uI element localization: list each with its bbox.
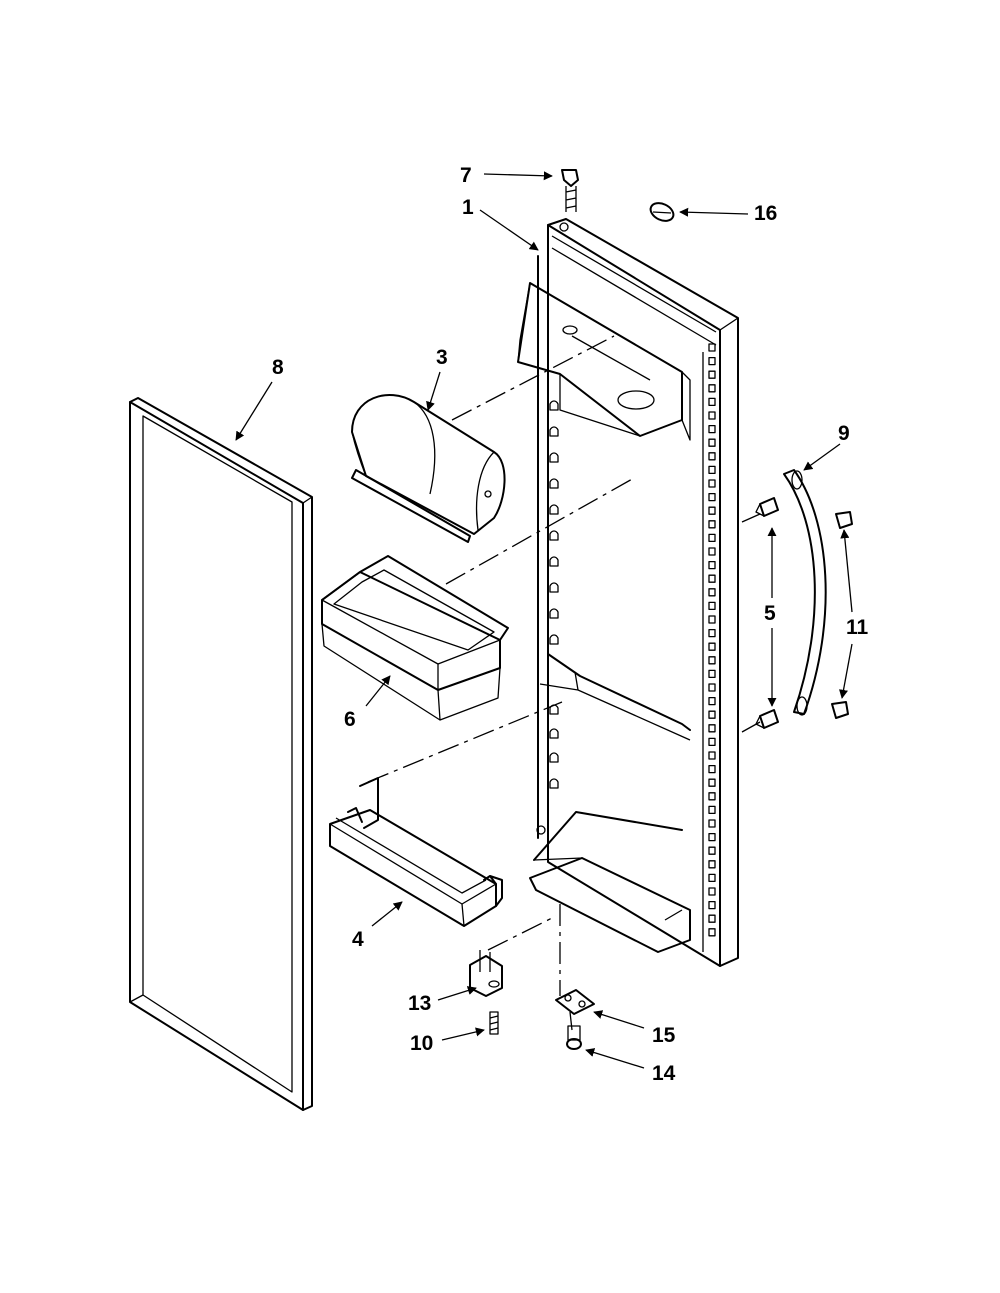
- frame-slot: [708, 914, 716, 923]
- callout-1: 1: [462, 196, 474, 219]
- door-gasket-part[interactable]: [129, 397, 313, 1111]
- frame-slot: [708, 846, 716, 855]
- callout-7: 7: [460, 164, 472, 187]
- frame-slot: [708, 438, 716, 447]
- frame-slot: [708, 343, 716, 352]
- door-bin-part[interactable]: [321, 555, 509, 721]
- rail-bump: [549, 478, 559, 489]
- rail-bump: [549, 608, 559, 619]
- callout-3: 3: [436, 346, 448, 369]
- frame-slot: [708, 683, 716, 692]
- callout-6: 6: [344, 708, 356, 731]
- frame-slot: [708, 547, 716, 556]
- frame-slot: [708, 574, 716, 583]
- frame-slot: [708, 792, 716, 801]
- frame-slot: [708, 370, 716, 379]
- frame-slot: [708, 696, 716, 706]
- frame-slot: [708, 452, 716, 461]
- callout-5: 5: [764, 602, 776, 625]
- callout-9: 9: [838, 422, 850, 445]
- callout-16: 16: [754, 202, 777, 225]
- frame-slot: [708, 737, 716, 747]
- frame-slot: [708, 873, 716, 883]
- rail-bump: [549, 556, 559, 567]
- frame-slot: [708, 411, 716, 420]
- frame-slot: [708, 588, 716, 597]
- frame-slot: [708, 900, 716, 910]
- callout-4: 4: [352, 928, 364, 951]
- callout-8: 8: [272, 356, 284, 379]
- leader-arrows: [235, 171, 853, 1069]
- frame-slot: [708, 928, 716, 937]
- frame-slot: [708, 764, 716, 774]
- callout-13: 13: [408, 992, 431, 1015]
- frame-slot: [708, 492, 716, 502]
- rail-bump: [549, 582, 559, 593]
- callout-14: 14: [652, 1062, 676, 1085]
- dairy-cover-part[interactable]: [351, 394, 506, 543]
- frame-slot: [708, 656, 716, 665]
- frame-slot: [708, 778, 716, 787]
- frame-slot: [708, 805, 716, 815]
- frame-slot: [708, 724, 716, 733]
- frame-slot: [708, 669, 716, 679]
- rail-bump: [549, 400, 559, 411]
- rail-bump: [549, 728, 559, 739]
- door-liner-part[interactable]: [517, 218, 739, 967]
- frame-slot: [708, 533, 716, 543]
- frame-slot: [708, 506, 716, 515]
- frame-slot: [708, 642, 716, 651]
- plug-part[interactable]: [648, 200, 677, 225]
- rail-bump: [549, 530, 559, 541]
- frame-slot: [708, 424, 716, 434]
- frame-slot: [708, 601, 716, 611]
- rail-bump: [549, 778, 559, 789]
- door-handle-part[interactable]: [783, 469, 827, 716]
- rail-bump: [549, 504, 559, 515]
- frame-slot: [708, 615, 716, 624]
- frame-slot: [708, 465, 716, 475]
- frame-slot: [708, 384, 716, 393]
- callout-10: 10: [410, 1032, 433, 1055]
- frame-slot: [708, 628, 716, 638]
- hinge-pin-part[interactable]: [469, 950, 503, 997]
- frame-slot: [708, 710, 716, 719]
- handle-screw-right-part[interactable]: [831, 511, 853, 719]
- frame-slot: [708, 751, 716, 760]
- frame-slot: [708, 887, 716, 896]
- frame-slot: [708, 819, 716, 828]
- shallow-bin-part[interactable]: [329, 777, 503, 927]
- frame-slot: [708, 520, 716, 529]
- assembly-lines: [367, 335, 635, 1031]
- callout-15: 15: [652, 1024, 676, 1047]
- rail-bump: [549, 452, 559, 463]
- callout-11: 11: [846, 616, 869, 639]
- hinge-screw-part[interactable]: [489, 1011, 499, 1035]
- rail-bump: [549, 752, 559, 763]
- frame-slot: [708, 479, 716, 488]
- rail-bump: [549, 634, 559, 645]
- bottom-screw-part[interactable]: [566, 1025, 582, 1050]
- top-screw-part[interactable]: [561, 169, 579, 212]
- bracket-plate-part[interactable]: [555, 989, 595, 1015]
- frame-slot: [708, 356, 716, 366]
- frame-slot: [708, 860, 716, 869]
- rail-bump: [549, 426, 559, 437]
- frame-slot: [708, 560, 716, 570]
- frame-slot: [708, 832, 716, 842]
- frame-slot: [708, 397, 716, 407]
